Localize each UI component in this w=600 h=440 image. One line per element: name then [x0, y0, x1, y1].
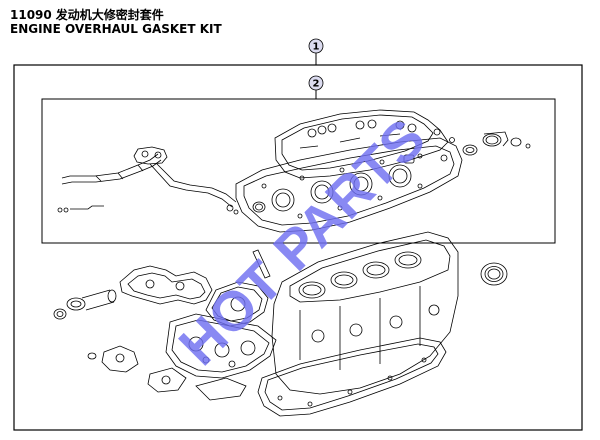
- part-code: 11090: [10, 8, 52, 22]
- head-gasket-drawing: [235, 137, 463, 233]
- rear-seal-drawing: [480, 262, 508, 286]
- intake-gasket-drawing: [165, 313, 277, 379]
- title-cn: 发动机大修密封套件: [55, 8, 164, 22]
- o-rings-drawing: [462, 131, 531, 156]
- cylinder-block-drawing: [271, 231, 459, 395]
- valve-cover-drawing: [274, 109, 455, 179]
- timing-cover-drawing: [119, 265, 269, 327]
- callout-2[interactable]: 2: [308, 75, 324, 91]
- upper-gasket-group: [57, 109, 531, 233]
- title-en: ENGINE OVERHAUL GASKET KIT: [10, 22, 222, 36]
- hose-seal-drawing: [53, 289, 117, 320]
- callout-1[interactable]: 1: [308, 38, 324, 54]
- callout-2-circle: [308, 75, 324, 91]
- oil-pan-gasket-drawing: [257, 337, 447, 417]
- small-seals-drawing: [87, 345, 247, 401]
- inner-frame: [41, 98, 556, 244]
- exhaust-gasket-drawing: [57, 146, 239, 215]
- callout-1-label: 1: [313, 42, 320, 53]
- callout-2-label: 2: [313, 79, 320, 90]
- callout-1-circle: [308, 38, 324, 54]
- lower-gasket-group: [53, 231, 508, 417]
- outer-frame: [13, 64, 583, 431]
